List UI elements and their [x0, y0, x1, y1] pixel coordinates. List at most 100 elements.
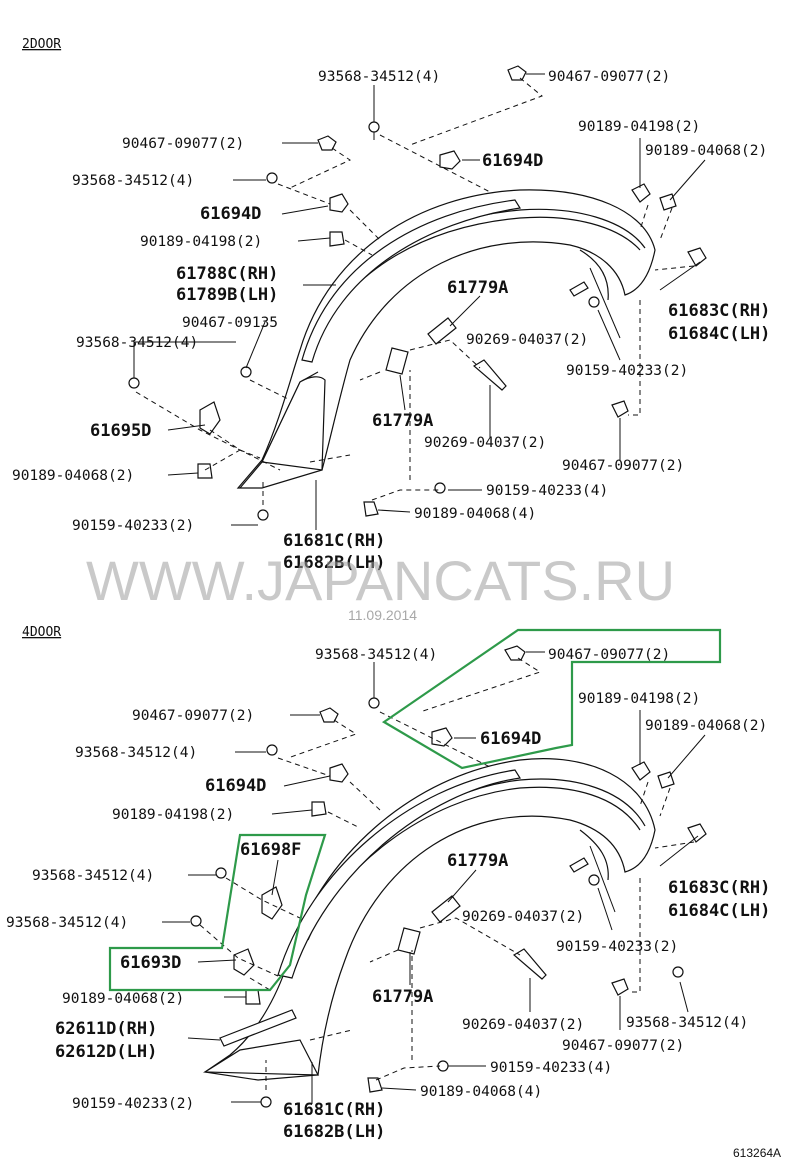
part-number-label: 90467-09077(2) — [122, 136, 244, 152]
part-number-label: 61788C(RH) — [176, 264, 278, 284]
screw-icon — [257, 509, 269, 521]
mud-flap — [203, 1039, 319, 1076]
section-title: 4DOOR — [22, 625, 61, 640]
nut-icon — [245, 989, 261, 1005]
section-4door: 4DOOR — [6, 625, 770, 1142]
bracket-icon — [261, 886, 283, 920]
part-number-label: 90269-04037(2) — [424, 435, 546, 451]
part-number-label: 90189-04068(2) — [62, 991, 184, 1007]
wheel-arch-moulding — [301, 199, 521, 363]
nut-icon — [631, 761, 651, 781]
clip-icon — [317, 135, 337, 151]
mud-flap — [261, 376, 326, 471]
rivet-icon — [472, 359, 507, 391]
screw-icon — [588, 296, 600, 308]
part-number-label: 90159-40233(2) — [556, 939, 678, 955]
nut-icon — [311, 801, 327, 817]
part-number-label: 90159-40233(2) — [72, 518, 194, 534]
side-moulding — [219, 1009, 297, 1047]
screw-icon — [266, 744, 278, 756]
rivet-icon — [512, 948, 547, 980]
part-number-label: 61693D — [120, 953, 181, 973]
part-number-label: 90269-04037(2) — [462, 1017, 584, 1033]
nut-icon — [197, 463, 213, 479]
part-number-label: 90189-04068(2) — [12, 468, 134, 484]
screw-icon — [368, 697, 380, 709]
part-number-label: 93568-34512(4) — [315, 647, 437, 663]
part-number-label: 61779A — [372, 987, 433, 1007]
part-number-label: 90189-04198(2) — [140, 234, 262, 250]
part-number-label: 90467-09077(2) — [548, 647, 670, 663]
part-number-label: 90159-40233(2) — [72, 1096, 194, 1112]
retainer-icon — [439, 150, 461, 170]
screw-icon — [266, 172, 278, 184]
screw-icon — [368, 121, 380, 133]
fender-arch — [203, 758, 656, 1081]
fender-flare-drawing — [236, 189, 656, 489]
clip-icon — [611, 400, 629, 418]
part-number-label: 90159-40233(4) — [486, 483, 608, 499]
part-number-label: 62611D(RH) — [55, 1019, 157, 1039]
part-number-label: 61682B(LH) — [283, 1122, 385, 1142]
retainer-icon — [329, 193, 349, 213]
clip-plate-icon — [427, 317, 457, 345]
part-number-label: 93568-34512(4) — [318, 69, 440, 85]
leader-lines — [162, 651, 706, 1104]
part-number-label: 61779A — [372, 411, 433, 431]
part-number-label: 93568-34512(4) — [626, 1015, 748, 1031]
screw-icon — [215, 867, 227, 879]
rivet-icon — [569, 857, 589, 873]
part-number-label: 90189-04068(4) — [414, 506, 536, 522]
bracket-icon — [687, 247, 707, 267]
clip-plate-icon — [431, 895, 461, 923]
highlight-outlines — [108, 628, 722, 992]
nut-icon — [631, 183, 651, 203]
section-2door: 2DOOR — [12, 37, 770, 573]
part-number-label: 61779A — [447, 278, 508, 298]
screw-icon — [672, 966, 684, 978]
part-number-label: 93568-34512(4) — [75, 745, 197, 761]
part-number-label: 90159-40233(2) — [566, 363, 688, 379]
clip-plate-icon — [385, 347, 409, 375]
watermark: WWW.JAPANCATS.RU — [86, 549, 675, 612]
part-number-label: 61684C(LH) — [668, 324, 770, 344]
fender-flare-drawing — [203, 758, 656, 1081]
part-number-label: 61682B(LH) — [283, 553, 385, 573]
part-number-label: 61694D — [482, 151, 543, 171]
part-number-label: 61779A — [447, 851, 508, 871]
part-number-label: 90467-09077(2) — [562, 458, 684, 474]
clip-plate-icon — [397, 927, 421, 955]
part-number-label: 90269-04037(2) — [466, 332, 588, 348]
part-number-label: 90189-04068(2) — [645, 718, 767, 734]
nut-icon — [363, 501, 379, 517]
screw-icon — [128, 377, 140, 389]
leader-lines — [133, 73, 706, 530]
clip-icon — [504, 645, 526, 661]
part-number-label: 90189-04068(4) — [420, 1084, 542, 1100]
part-number-label: 90269-04037(2) — [462, 909, 584, 925]
part-number-label: 61683C(RH) — [668, 878, 770, 898]
part-number-label: 93568-34512(4) — [6, 915, 128, 931]
part-number-label: 61789B(LH) — [176, 285, 278, 305]
part-number-label: 61681C(RH) — [283, 1100, 385, 1120]
section-title: 2DOOR — [22, 37, 61, 52]
part-number-label: 90467-09077(2) — [562, 1038, 684, 1054]
part-number-label: 93568-34512(4) — [72, 173, 194, 189]
nut-icon — [329, 231, 345, 247]
bracket-icon — [199, 401, 221, 435]
retainer-icon — [329, 763, 349, 783]
dashed-assembly-lines — [135, 77, 695, 505]
part-number-label: 90467-09077(2) — [548, 69, 670, 85]
clip-icon — [507, 65, 527, 81]
fastener-glyphs — [128, 65, 707, 521]
highlight-61698F-61693D-group — [108, 833, 327, 992]
nut-icon — [367, 1077, 383, 1093]
bracket-icon — [233, 948, 255, 976]
part-number-label: 61695D — [90, 421, 151, 441]
part-number-label: 62612D(LH) — [55, 1042, 157, 1062]
part-number-label: 93568-34512(4) — [32, 868, 154, 884]
figure-reference: 613264A — [733, 1146, 781, 1160]
bracket-icon — [687, 823, 707, 843]
retainer-icon — [431, 727, 453, 747]
